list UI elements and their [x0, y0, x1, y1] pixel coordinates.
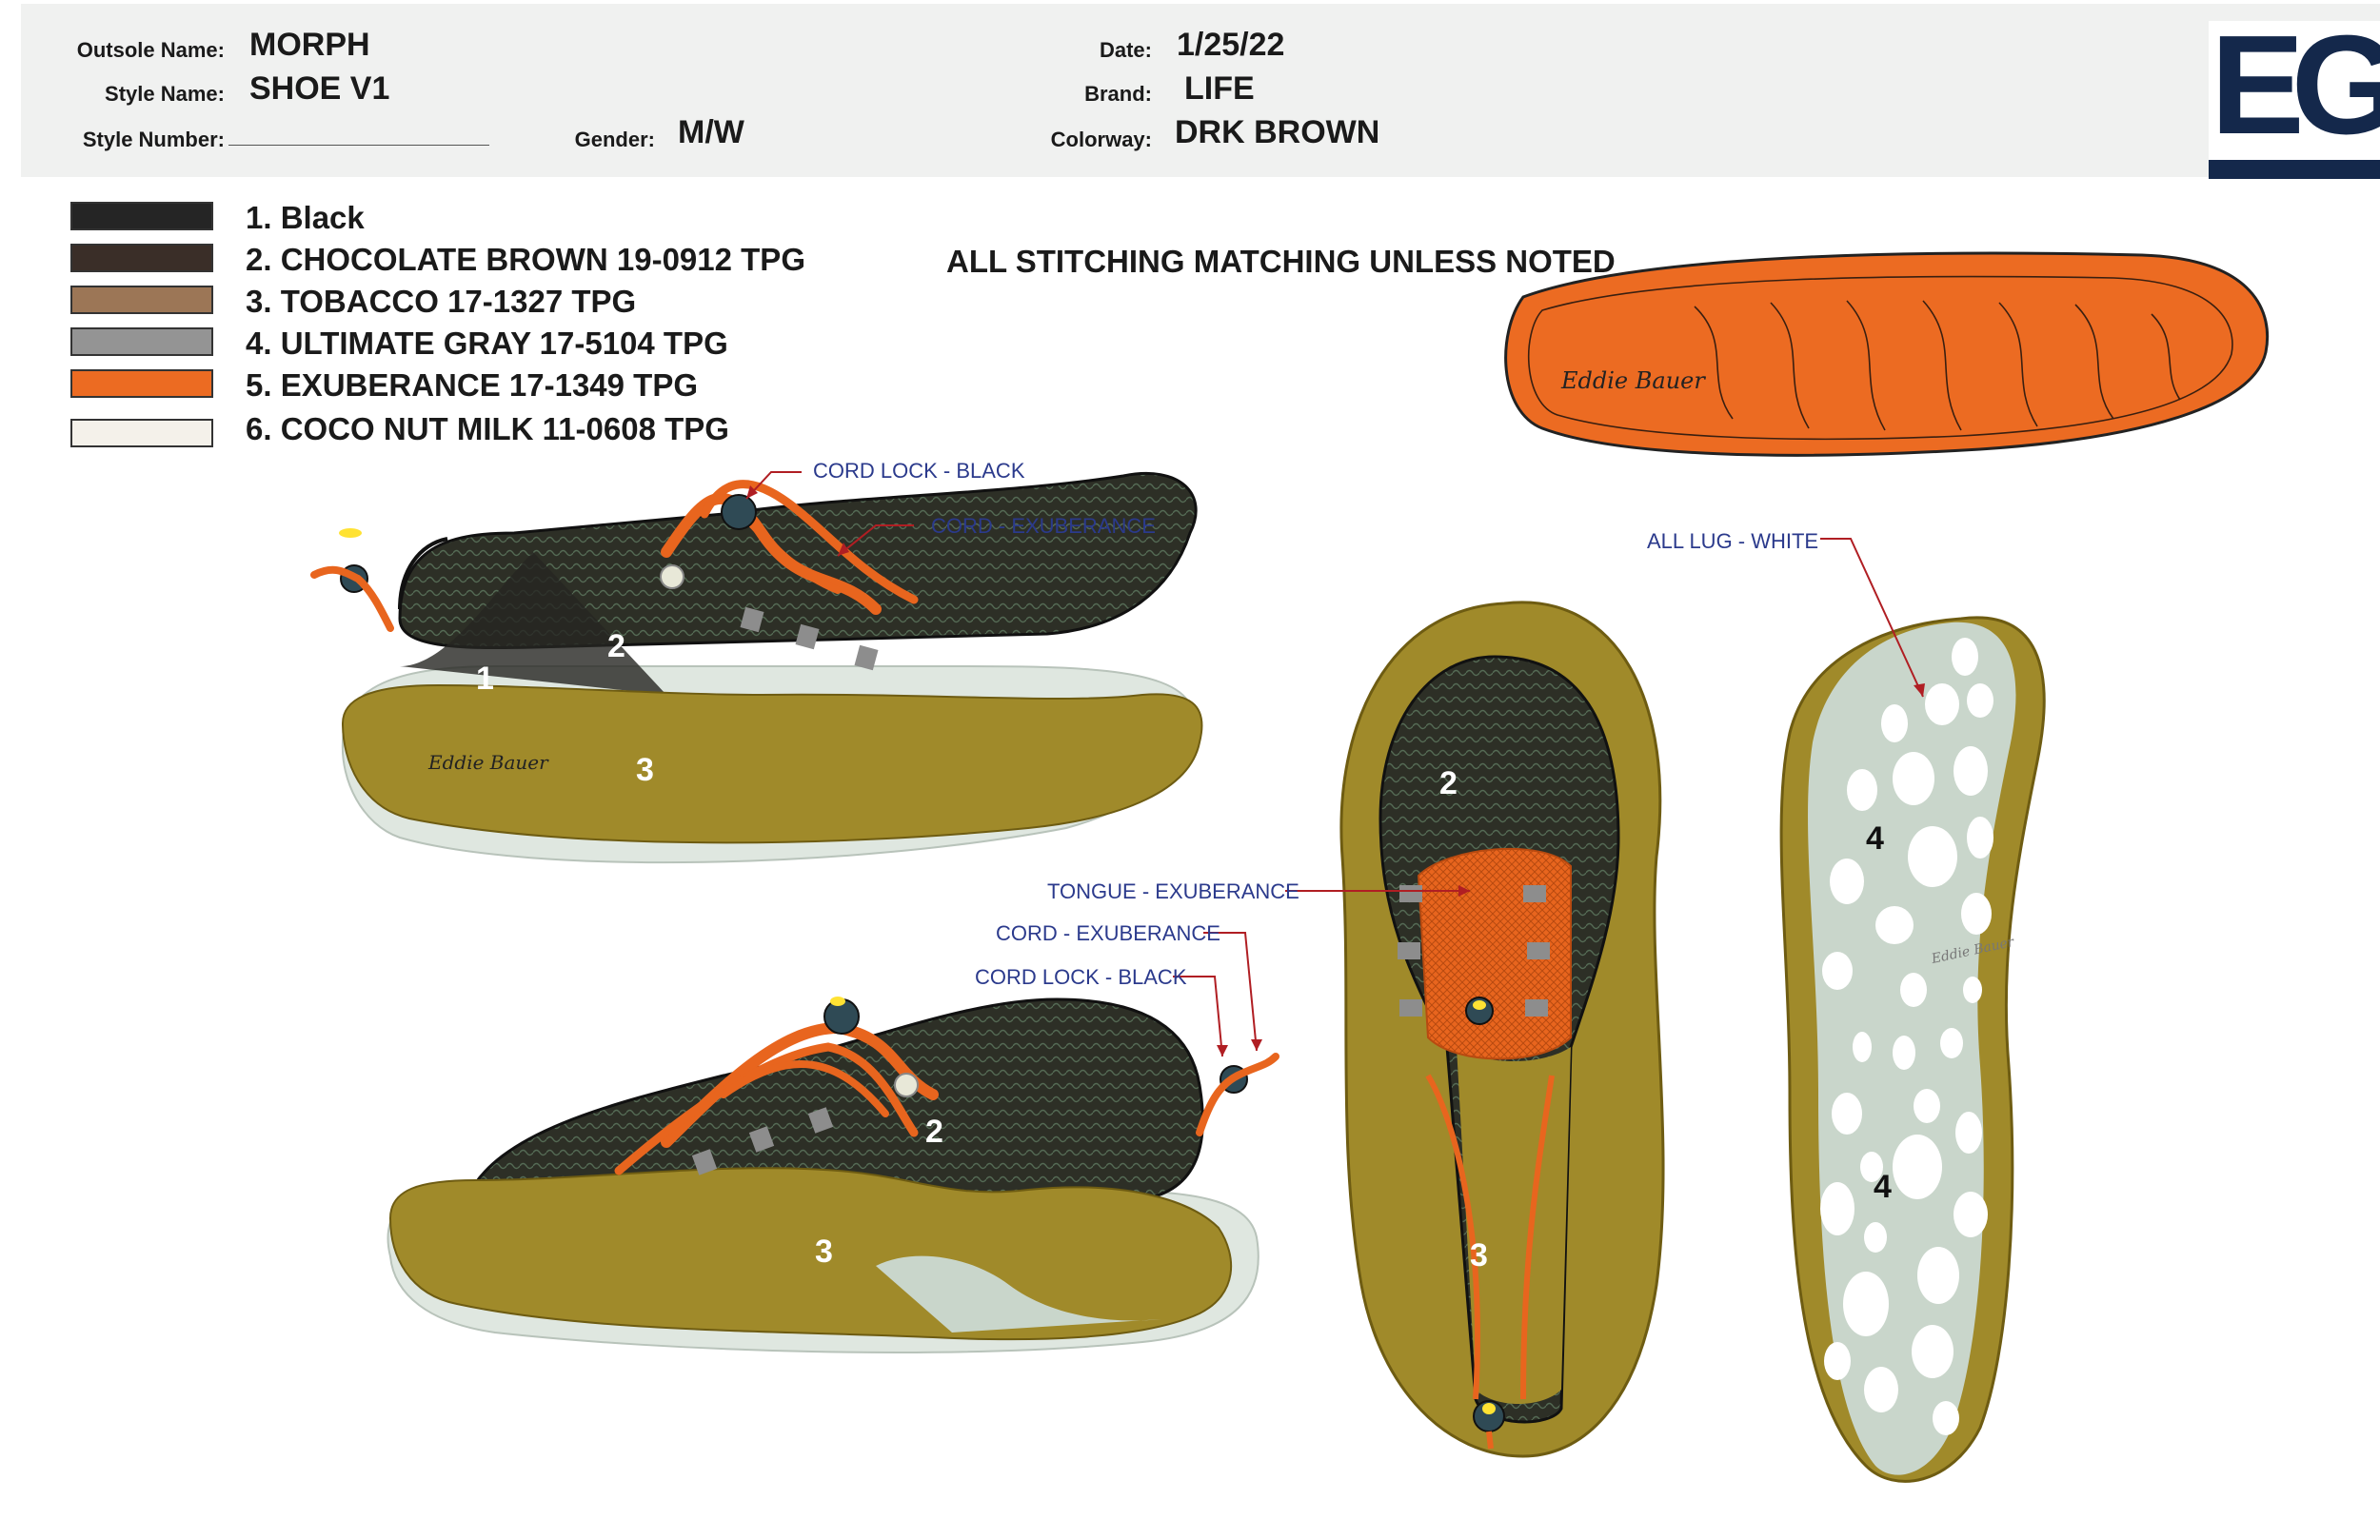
- date-value: 1/25/22: [1177, 27, 1285, 63]
- swatch-4: [70, 327, 213, 356]
- legend-label-4: 4. ULTIMATE GRAY 17-5104 TPG: [246, 326, 728, 361]
- gender-value: M/W: [678, 114, 744, 150]
- date-label: Date:: [1099, 38, 1152, 62]
- outsole-name-value: MORPH: [249, 27, 370, 63]
- insole-brand-script: Eddie Bauer: [1560, 367, 1706, 394]
- shoe-side-view-bottom: 2 3: [387, 997, 1279, 1353]
- shoe-sole-view: Eddie Bauer 4 4: [1779, 616, 2046, 1483]
- eg-logo: EG: [2209, 21, 2380, 179]
- leader-arrowheads: [746, 485, 1925, 1056]
- legend-label-5: 5. EXUBERANCE 17-1349 TPG: [246, 367, 699, 403]
- callout-cord-top: CORD - EXUBERANCE: [931, 514, 1156, 538]
- callout-cord-lock-top: CORD LOCK - BLACK: [813, 459, 1025, 483]
- style-name-value: SHOE V1: [249, 70, 390, 107]
- swatch-3: [70, 286, 213, 314]
- brand-label: Brand:: [1084, 82, 1152, 106]
- gender-label: Gender:: [574, 128, 655, 151]
- top-zone-2: 2: [1439, 765, 1458, 801]
- style-number-label: Style Number:: [82, 128, 225, 151]
- callout-cord-lock-mid: CORD LOCK - BLACK: [975, 965, 1187, 989]
- style-name-label: Style Name:: [105, 82, 225, 106]
- shoe-side-view-top: Eddie Bauer 1 2 3: [310, 471, 1203, 864]
- style-number-line: [228, 145, 489, 146]
- outsole-name-label: Outsole Name:: [76, 38, 225, 62]
- side2-zone-3: 3: [815, 1234, 833, 1270]
- legend-label-1: 1. Black: [246, 200, 365, 235]
- insole: Eddie Bauer: [1504, 251, 2270, 457]
- swatch-2: [70, 244, 213, 272]
- callout-all-lug: ALL LUG - WHITE: [1647, 529, 1819, 553]
- brand-value: LIFE: [1184, 70, 1255, 107]
- sole-zone-4-b: 4: [1874, 1169, 1892, 1205]
- colorway-value: DRK BROWN: [1175, 114, 1380, 150]
- colorway-label: Colorway:: [1050, 128, 1152, 151]
- shoe-top-view: 2 3: [1339, 601, 1665, 1458]
- side1-zone-3: 3: [636, 752, 654, 788]
- logo-text: EG: [2211, 21, 2380, 164]
- header-band: [21, 4, 2380, 177]
- sole-zone-4-a: 4: [1866, 820, 1884, 857]
- swatch-5: [70, 369, 213, 398]
- legend-label-3: 3. TOBACCO 17-1327 TPG: [246, 284, 637, 319]
- swatch-1: [70, 202, 213, 230]
- stitching-note: ALL STITCHING MATCHING UNLESS NOTED: [946, 244, 1616, 279]
- callout-tongue: TONGUE - EXUBERANCE: [1047, 879, 1299, 903]
- side1-zone-2: 2: [607, 628, 625, 664]
- legend-label-6: 6. COCO NUT MILK 11-0608 TPG: [246, 411, 729, 446]
- side1-brand-script: Eddie Bauer: [427, 751, 549, 774]
- callout-cord-mid: CORD - EXUBERANCE: [996, 921, 1220, 945]
- side1-zone-1: 1: [476, 661, 494, 697]
- side2-zone-2: 2: [925, 1114, 943, 1150]
- top-zone-3: 3: [1470, 1237, 1488, 1273]
- leader-lines: [745, 471, 1924, 1057]
- swatch-6: [70, 419, 213, 447]
- legend-label-2: 2. CHOCOLATE BROWN 19-0912 TPG: [246, 242, 805, 277]
